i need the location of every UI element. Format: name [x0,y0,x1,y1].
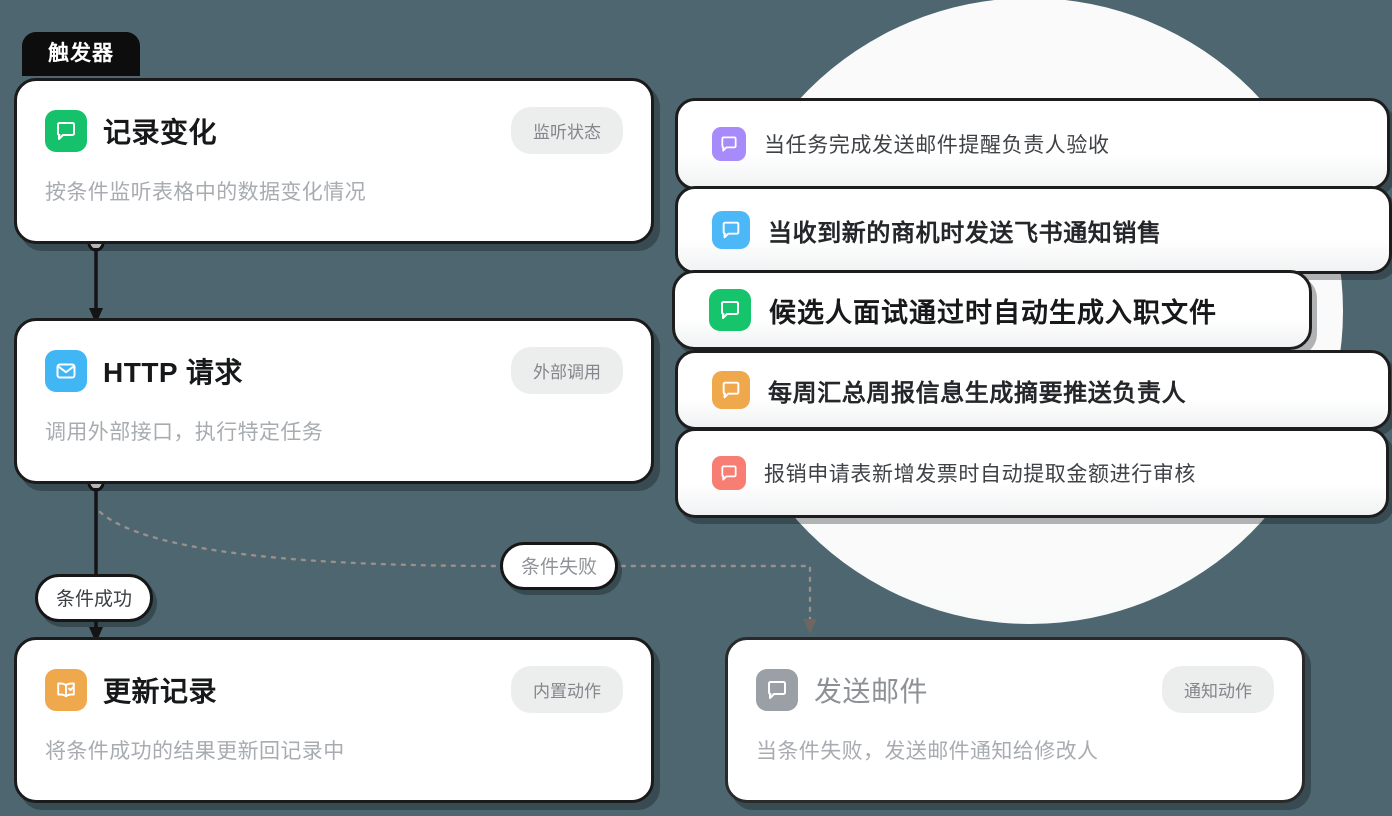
speech-bubble-icon [756,668,798,711]
trigger-section-tab[interactable]: 触发器 [22,32,140,77]
edge-label-condition-success[interactable]: 条件成功 [35,574,154,622]
node-badge: 外部调用 [511,347,623,394]
node-description: 当条件失败，发送邮件通知给修改人 [756,740,1099,763]
speech-bubble-icon [45,109,87,152]
flow-node-update-record[interactable]: 更新记录 内置动作 将条件成功的结果更新回记录中 [14,637,654,803]
node-title: 发送邮件 [814,675,929,707]
node-description: 将条件成功的结果更新回记录中 [45,740,345,763]
node-header: 更新记录 内置动作 [45,666,623,713]
speech-bubble-icon [712,127,746,161]
list-item[interactable]: 每周汇总周报信息生成摘要推送负责人 [675,350,1391,430]
node-badge: 内置动作 [511,666,623,713]
flow-node-record-change[interactable]: 记录变化 监听状态 按条件监听表格中的数据变化情况 [14,78,654,244]
edge-label-condition-failure[interactable]: 条件失败 [500,542,619,590]
node-description: 按条件监听表格中的数据变化情况 [45,181,366,204]
flow-node-send-email[interactable]: 发送邮件 通知动作 当条件失败，发送邮件通知给修改人 [725,637,1305,803]
list-item-label: 候选人面试通过时自动生成入职文件 [769,297,1217,328]
speech-bubble-icon [712,456,746,490]
flow-node-http-request[interactable]: HTTP 请求 外部调用 调用外部接口，执行特定任务 [14,318,654,484]
list-item-label: 报销申请表新增发票时自动提取金额进行审核 [764,463,1196,486]
envelope-icon [45,349,87,392]
list-item[interactable]: 当收到新的商机时发送飞书通知销售 [675,186,1392,274]
list-item-label: 当任务完成发送邮件提醒负责人验收 [764,134,1110,157]
list-item[interactable]: 报销申请表新增发票时自动提取金额进行审核 [675,428,1389,518]
speech-bubble-icon [709,289,751,331]
book-check-icon [45,668,87,711]
node-header: 发送邮件 通知动作 [756,666,1274,713]
node-badge: 通知动作 [1162,666,1274,713]
node-header: HTTP 请求 外部调用 [45,347,623,394]
node-title: 记录变化 [103,116,218,148]
speech-bubble-icon [712,371,750,409]
node-badge: 监听状态 [511,107,623,154]
node-title: HTTP 请求 [103,356,243,388]
node-description: 调用外部接口，执行特定任务 [45,421,324,444]
list-item-featured[interactable]: 候选人面试通过时自动生成入职文件 [672,270,1312,350]
node-title: 更新记录 [103,675,218,707]
list-item-label: 当收到新的商机时发送飞书通知销售 [768,219,1162,247]
node-header: 记录变化 监听状态 [45,107,623,154]
speech-bubble-icon [712,211,750,249]
list-item[interactable]: 当任务完成发送邮件提醒负责人验收 [675,98,1390,190]
list-item-label: 每周汇总周报信息生成摘要推送负责人 [768,379,1187,407]
flow-column: 触发器 记录变化 监听状态 按条件监听表格中的数据变化情况 [0,0,817,816]
